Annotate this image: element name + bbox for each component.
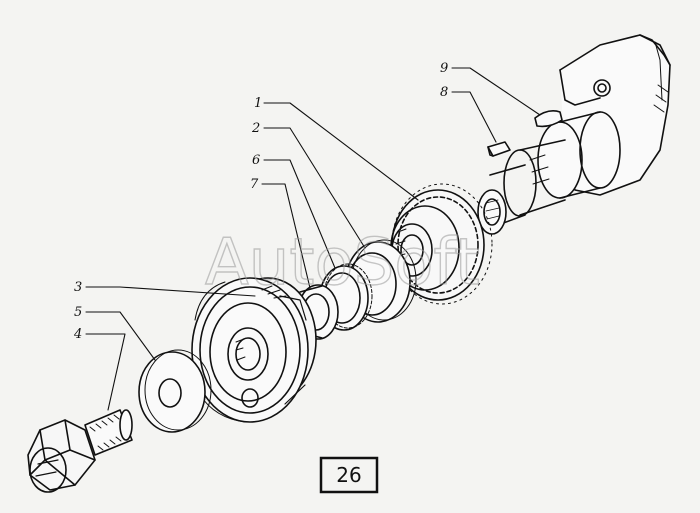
washer-part-5 (138, 349, 212, 433)
leader-9 (451, 67, 541, 116)
callout-4: 4 (73, 327, 82, 342)
leader-3 (85, 286, 256, 297)
figure-number: 26 (336, 463, 361, 487)
callout-2: 2 (251, 121, 260, 136)
callout-1: 1 (254, 96, 262, 111)
callout-9: 9 (440, 61, 448, 76)
crankshaft-end (477, 34, 671, 235)
callout-8: 8 (440, 85, 448, 100)
leader-4 (85, 333, 126, 411)
leader-6 (263, 159, 336, 269)
bolt-part-4 (27, 409, 133, 493)
leader-5 (85, 311, 156, 361)
callout-3: 3 (74, 280, 82, 295)
key-part-9 (534, 110, 563, 128)
watermark-text: AutoSoft (205, 226, 480, 300)
crankshaft-pulley-part-3 (191, 277, 317, 423)
callout-7: 7 (250, 177, 259, 192)
leader-2 (263, 127, 366, 249)
leader-8 (451, 91, 497, 143)
leader-1 (263, 102, 419, 201)
callout-5: 5 (74, 305, 82, 320)
callout-6: 6 (252, 153, 260, 168)
leader-7 (261, 183, 311, 289)
figure-number-box (319, 456, 379, 494)
key-part-8 (487, 141, 511, 157)
leader-lines (85, 67, 541, 411)
